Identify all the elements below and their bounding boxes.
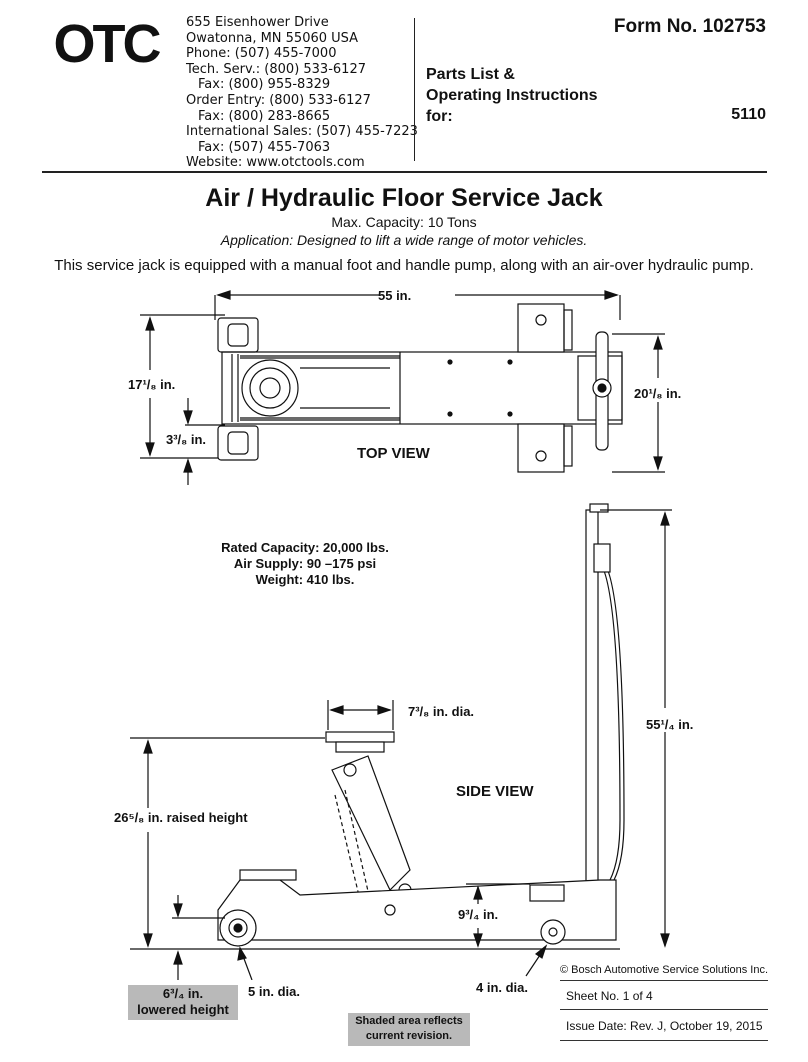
logo-text: OTC — [54, 18, 161, 68]
address-line: Fax: (800) 955-8329 — [198, 77, 331, 93]
address-line: Tech. Serv.: (800) 533-6127 — [186, 61, 366, 77]
footer-rule — [560, 980, 768, 981]
address-line: Order Entry: (800) 533-6127 — [186, 92, 371, 108]
footer-rule — [560, 1009, 768, 1010]
side-view-label: SIDE VIEW — [456, 783, 534, 800]
top-width-label: 17¹/₈ in. — [128, 377, 176, 392]
address-line: Fax: (507) 455-7063 — [198, 139, 331, 155]
raised-height-label: 26⁵/₈ in. raised height — [114, 810, 248, 825]
address-line: International Sales: (507) 455-7223 — [186, 124, 418, 140]
lowered-height-text: lowered height — [137, 1002, 229, 1017]
model-number: 5110 — [731, 106, 766, 123]
shaded-note-line: current revision. — [365, 1030, 453, 1042]
top-length-label: 55 in. — [378, 288, 412, 303]
lowered-height-box: 6³/₄ in. lowered height — [128, 985, 238, 1020]
handle-height-label: 55¹/₄ in. — [646, 717, 694, 732]
application-note: Application: Designed to lift a wide ran… — [220, 232, 588, 248]
address-line: 655 Eisenhower Drive — [186, 15, 329, 30]
spec-rated-capacity: Rated Capacity: 20,000 lbs. — [221, 540, 389, 555]
company-address: 655 Eisenhower Drive Owatonna, MN 55060 … — [186, 15, 418, 171]
form-number: Form No. 102753 — [613, 16, 766, 37]
side-view-drawing — [130, 503, 672, 980]
parts-line: for: — [426, 108, 453, 125]
parts-list-heading: Parts List & Operating Instructions for: — [426, 64, 598, 127]
caster-height-label: 9³/₄ in. — [458, 907, 499, 922]
spec-weight: Weight: 410 lbs. — [255, 572, 355, 587]
address-line: Website: www.otctools.com — [186, 155, 365, 171]
lowered-height-value: 6³/₄ in. — [162, 986, 204, 1001]
document-title: Air / Hydraulic Floor Service Jack — [205, 184, 603, 212]
shaded-note-line: Shaded area reflects — [355, 1015, 463, 1027]
front-wheel-label: 5 in. dia. — [248, 984, 301, 999]
sheet-number: Sheet No. 1 of 4 — [566, 989, 653, 1003]
intro-text: This service jack is equipped with a man… — [54, 257, 754, 274]
top-view-drawing — [140, 290, 665, 485]
parts-line: Operating Instructions — [426, 87, 598, 104]
address-line: Fax: (800) 283-8665 — [198, 108, 331, 124]
header-divider — [414, 18, 415, 161]
spec-air-supply: Air Supply: 90 –175 psi — [233, 556, 377, 571]
footer-rule — [560, 1040, 768, 1041]
rear-wheel-label: 4 in. dia. — [476, 980, 529, 995]
otc-logo: OTC — [54, 18, 164, 68]
address-line: Owatonna, MN 55060 USA — [186, 30, 359, 46]
top-handle-label: 20¹/₈ in. — [634, 386, 682, 401]
issue-date: Issue Date: Rev. J, October 19, 2015 — [566, 1019, 763, 1033]
specifications: Rated Capacity: 20,000 lbs. Air Supply: … — [200, 540, 410, 588]
top-wheel-label: 3³/₈ in. — [166, 432, 207, 447]
max-capacity: Max. Capacity: 10 Tons — [331, 214, 477, 230]
copyright: © Bosch Automotive Service Solutions Inc… — [560, 964, 769, 976]
top-view-label: TOP VIEW — [357, 445, 430, 462]
address-line: Phone: (507) 455-7000 — [186, 46, 337, 62]
shaded-area-note: Shaded area reflects current revision. — [348, 1013, 470, 1046]
parts-line: Parts List & — [426, 66, 515, 83]
saddle-diameter-label: 7³/₈ in. dia. — [408, 704, 475, 719]
header-rule — [42, 171, 767, 173]
